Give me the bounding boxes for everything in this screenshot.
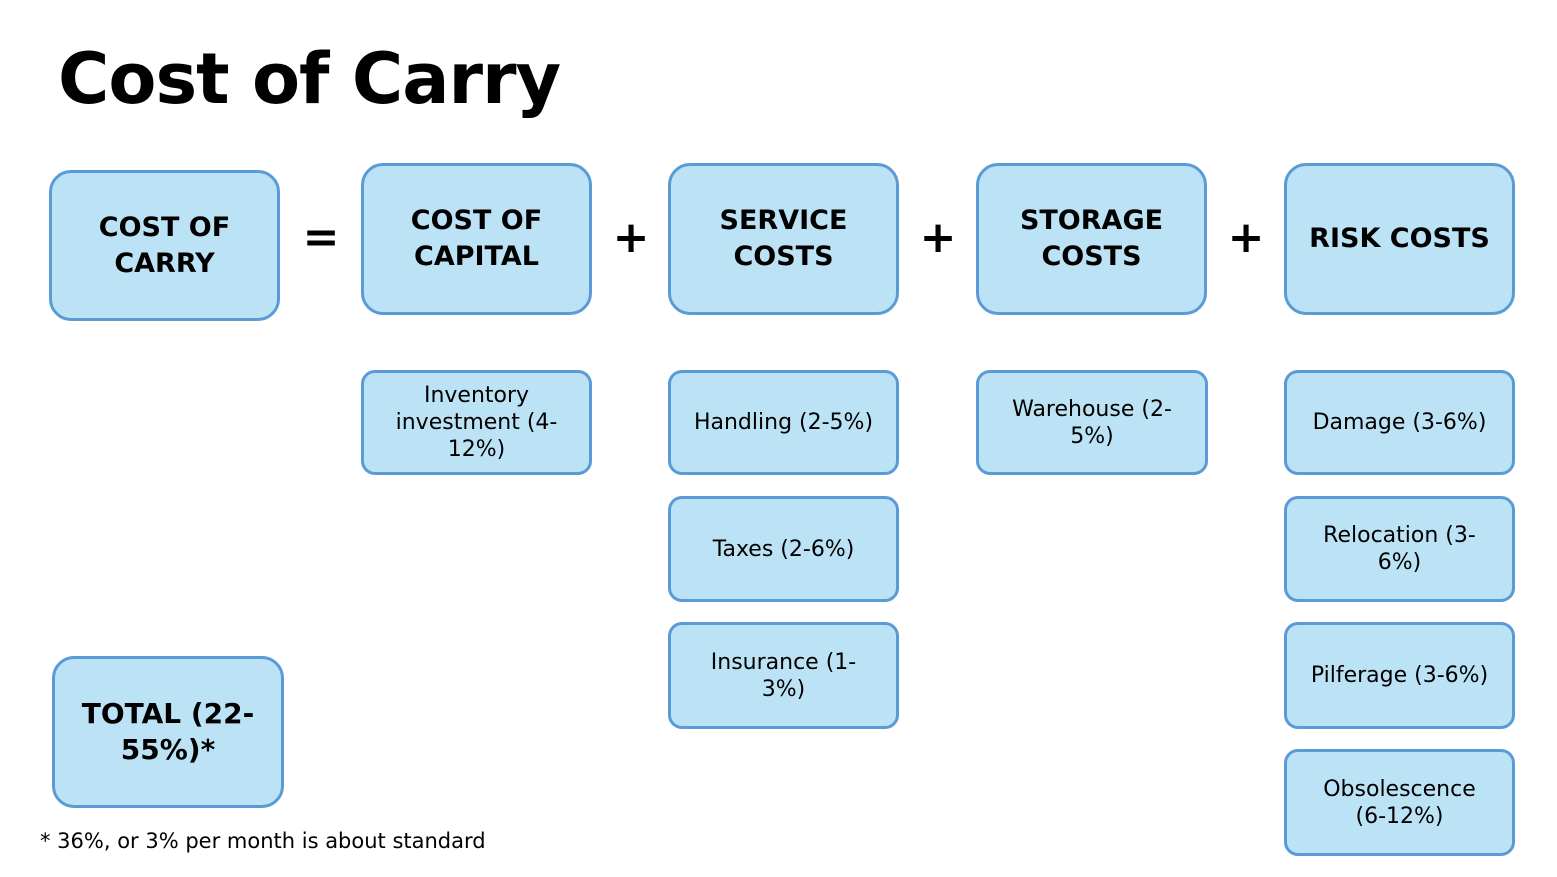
plus-operator-2: + <box>919 212 957 263</box>
relocation-box: Relocation (3-6%) <box>1284 496 1515 602</box>
warehouse-label: Warehouse (2-5%) <box>1012 396 1172 449</box>
damage-label: Damage (3-6%) <box>1312 410 1487 435</box>
taxes-box: Taxes (2-6%) <box>668 496 899 602</box>
pilferage-box: Pilferage (3-6%) <box>1284 622 1515 729</box>
service-costs-box: SERVICE COSTS <box>668 163 899 315</box>
cost-of-capital-box: COST OF CAPITAL <box>361 163 592 315</box>
footnote: * 36%, or 3% per month is about standard <box>40 829 486 853</box>
equals-operator: = <box>302 212 340 263</box>
cost-of-capital-label: COST OF CAPITAL <box>410 205 543 272</box>
risk-costs-box: RISK COSTS <box>1284 163 1515 315</box>
inventory-investment-label: Inventory investment (4-12%) <box>395 383 558 462</box>
obsolescence-label: Obsolescence (6-12%) <box>1323 776 1476 829</box>
damage-box: Damage (3-6%) <box>1284 370 1515 475</box>
pilferage-label: Pilferage (3-6%) <box>1310 663 1489 688</box>
total-label: TOTAL (22-55%)* <box>81 697 255 766</box>
relocation-label: Relocation (3-6%) <box>1323 523 1476 575</box>
page-title: Cost of Carry <box>58 38 561 120</box>
cost-of-carry-label: COST OF CARRY <box>98 211 231 279</box>
total-box: TOTAL (22-55%)* <box>52 656 284 808</box>
service-costs-label: SERVICE COSTS <box>719 205 848 272</box>
obsolescence-box: Obsolescence (6-12%) <box>1284 749 1515 856</box>
insurance-label: Insurance (1-3%) <box>710 649 857 702</box>
taxes-label: Taxes (2-6%) <box>712 536 855 562</box>
plus-operator-3: + <box>1227 212 1265 263</box>
insurance-box: Insurance (1-3%) <box>668 622 899 729</box>
storage-costs-box: STORAGE COSTS <box>976 163 1207 315</box>
risk-costs-label: RISK COSTS <box>1309 223 1490 254</box>
inventory-investment-box: Inventory investment (4-12%) <box>361 370 592 475</box>
cost-of-carry-box: COST OF CARRY <box>49 170 280 321</box>
storage-costs-label: STORAGE COSTS <box>1019 205 1164 272</box>
handling-label: Handling (2-5%) <box>693 410 874 435</box>
handling-box: Handling (2-5%) <box>668 370 899 475</box>
plus-operator-1: + <box>612 212 650 263</box>
warehouse-box: Warehouse (2-5%) <box>976 370 1208 475</box>
